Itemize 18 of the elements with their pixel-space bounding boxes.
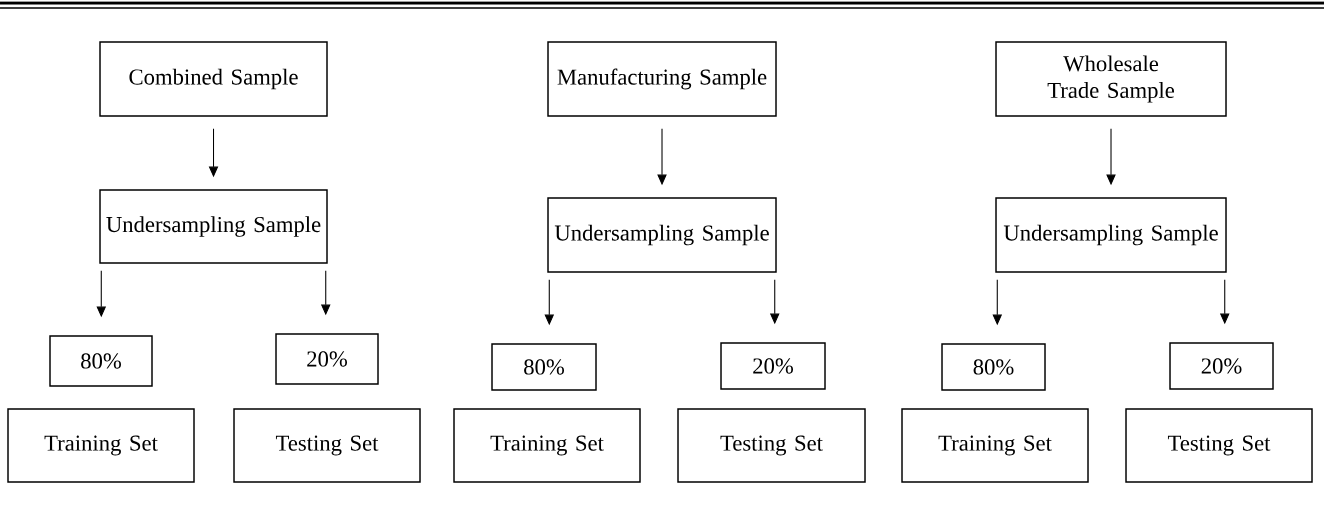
sample-box: Wholesale Trade Sample <box>995 41 1227 117</box>
percent-box: 80% <box>941 343 1046 391</box>
percent-box: 80% <box>491 343 597 391</box>
set-box: Testing Set <box>1125 408 1313 483</box>
set-box: Training Set <box>901 408 1089 483</box>
set-box: Training Set <box>453 408 641 483</box>
percent-box: 80% <box>49 335 153 387</box>
percent-box: 20% <box>720 342 826 390</box>
sample-box: Undersampling Sample <box>995 197 1227 273</box>
sample-box: Undersampling Sample <box>99 189 328 264</box>
sample-box: Combined Sample <box>99 41 328 117</box>
sample-box: Manufacturing Sample <box>547 41 777 117</box>
set-box: Testing Set <box>677 408 866 483</box>
set-box: Training Set <box>7 408 195 483</box>
percent-box: 20% <box>1169 342 1274 390</box>
set-box: Testing Set <box>233 408 421 483</box>
sample-box: Undersampling Sample <box>547 197 777 273</box>
percent-box: 20% <box>275 333 379 385</box>
